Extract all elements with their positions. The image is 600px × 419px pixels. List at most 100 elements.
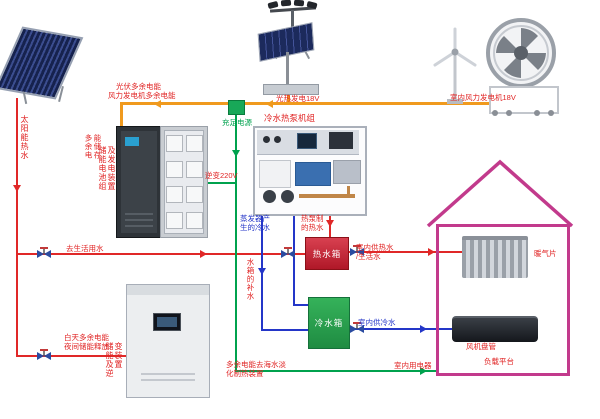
flow-arrow (200, 250, 211, 258)
label-to-domestic: 去生活用水 (66, 244, 104, 253)
bench-gray-module (333, 160, 361, 184)
flow-arrow (232, 150, 240, 161)
label-wind-gen: 室内风力发电机18V (450, 93, 516, 102)
cabinet-vent (125, 219, 153, 221)
label-surplus-store-col2: 能储存 (93, 134, 102, 160)
power-line-main-vertical (235, 113, 237, 372)
dc-power-drop-from-tracker (287, 92, 290, 102)
label-radiator: 暖气片 (534, 249, 557, 258)
cabinet-vent (125, 213, 153, 215)
battery-module (185, 160, 203, 178)
label-wind-surplus: 风力发电机多余电能 (108, 91, 176, 100)
cold-water-tank: 冷水箱 (308, 297, 350, 349)
flow-arrow (420, 367, 431, 375)
hot-water-pipe-to-hot-tank (16, 253, 306, 255)
cabinet-top-strip (127, 285, 209, 295)
label-makeup-water: 水箱的补水 (246, 258, 255, 301)
valve-icon (350, 322, 364, 333)
tracker-base (263, 84, 319, 95)
wind-turbine-icon (433, 27, 477, 104)
hot-water-tank: 热水箱 (305, 237, 349, 270)
flow-arrow (326, 220, 334, 231)
fan-coil-icon (452, 316, 538, 342)
flow-arrow (420, 325, 431, 333)
cabinet-panel (121, 131, 157, 233)
cold-water-pipe-return (293, 211, 295, 306)
label-heat-pump-title: 冷水热泵机组 (264, 113, 316, 123)
valve-icon (37, 349, 51, 360)
power-line-inverter-link (206, 182, 235, 184)
screen-glow (157, 317, 177, 327)
battery-module (185, 135, 203, 153)
label-hp-hot: 热泵制 的热水 (301, 214, 324, 232)
battery-shelf (165, 135, 203, 153)
copper-pipe (299, 194, 355, 198)
fan-wheel (534, 110, 540, 116)
label-indoor-hot: 室内供热水 /生活水 (356, 243, 394, 261)
cold-water-pipe-into-cold-tank (261, 329, 308, 331)
battery-shelf (165, 211, 203, 229)
battery-rack-glass (164, 130, 204, 234)
light-lamp (280, 0, 292, 7)
house-walls (436, 224, 570, 376)
cabinet-vent (141, 373, 195, 375)
valve-icon (350, 245, 364, 256)
label-desal: 多余电能去海水淡 化制热装置 (226, 360, 286, 378)
label-indoor-cold: 室内供冷水 (358, 318, 396, 327)
valve-icon (281, 247, 295, 258)
cold-water-pipe-return-into-tank (293, 304, 308, 306)
bench-monitor (297, 133, 317, 149)
label-indoor-elec: 室内用电器 (394, 361, 432, 370)
battery-module (185, 186, 203, 204)
label-pv-surplus: 光伏多余电能 (116, 82, 161, 91)
flow-arrow (150, 100, 161, 108)
inverter-cabinet (116, 126, 162, 238)
copper-pipe (347, 186, 350, 198)
house-roof (426, 159, 574, 228)
label-evap-cold: 蒸发器产 生的冷水 (240, 214, 270, 232)
battery-module (185, 211, 203, 229)
fan-wheel (506, 110, 512, 116)
battery-shelf (165, 186, 203, 204)
valve-icon (37, 247, 51, 258)
battery-rack-cabinet (160, 126, 208, 238)
tracker-pole (286, 52, 289, 85)
fan-wheel (492, 110, 498, 116)
label-inverter: 逆变220V (205, 171, 238, 180)
light-lamp (293, 0, 305, 7)
cabinet-vent (141, 379, 195, 381)
label-load-platform: 负载平台 (484, 357, 514, 366)
power-line-to-house (235, 370, 437, 372)
label-csp-gen: 光热发电18V (276, 94, 320, 103)
hot-water-pipe-to-radiator (347, 251, 462, 253)
bench-white-box (259, 160, 291, 188)
cold-water-pipe-to-fan-coil (348, 328, 452, 330)
bench-control-module (329, 132, 353, 149)
label-battery-col2: 及发电装置 (107, 146, 116, 191)
flow-arrow (13, 185, 21, 196)
hot-water-pipe-to-storage-cabinet (16, 355, 126, 357)
label-storage-col1: 储能及逆 (105, 342, 114, 378)
compressor (281, 190, 294, 203)
label-storage-col2: 变装置 (114, 342, 123, 369)
dc-power-bus (120, 102, 557, 105)
label-day-surplus: 白天多余电能 夜间储能释放 (64, 333, 109, 351)
heat-pump-unit (253, 126, 367, 216)
flow-arrow (258, 268, 266, 279)
flow-arrow (428, 248, 439, 256)
label-surplus-store-col1: 多余电 (84, 134, 93, 160)
cabinet-screen (125, 137, 139, 146)
power-junction-box (228, 100, 245, 115)
fan-stand (489, 86, 559, 114)
wind-fan-icon (486, 18, 556, 88)
bench-blue-panel (295, 162, 331, 186)
bench-gauge (263, 136, 270, 143)
label-solar-hot-water: 太阳能热水 (20, 115, 29, 160)
light-lamp (267, 0, 279, 10)
dc-power-drop-to-cabinet (120, 102, 123, 126)
label-fan-coil: 风机盘管 (466, 342, 496, 351)
cabinet-screen (153, 313, 181, 331)
flow-arrow (262, 100, 273, 108)
battery-module (165, 186, 183, 204)
